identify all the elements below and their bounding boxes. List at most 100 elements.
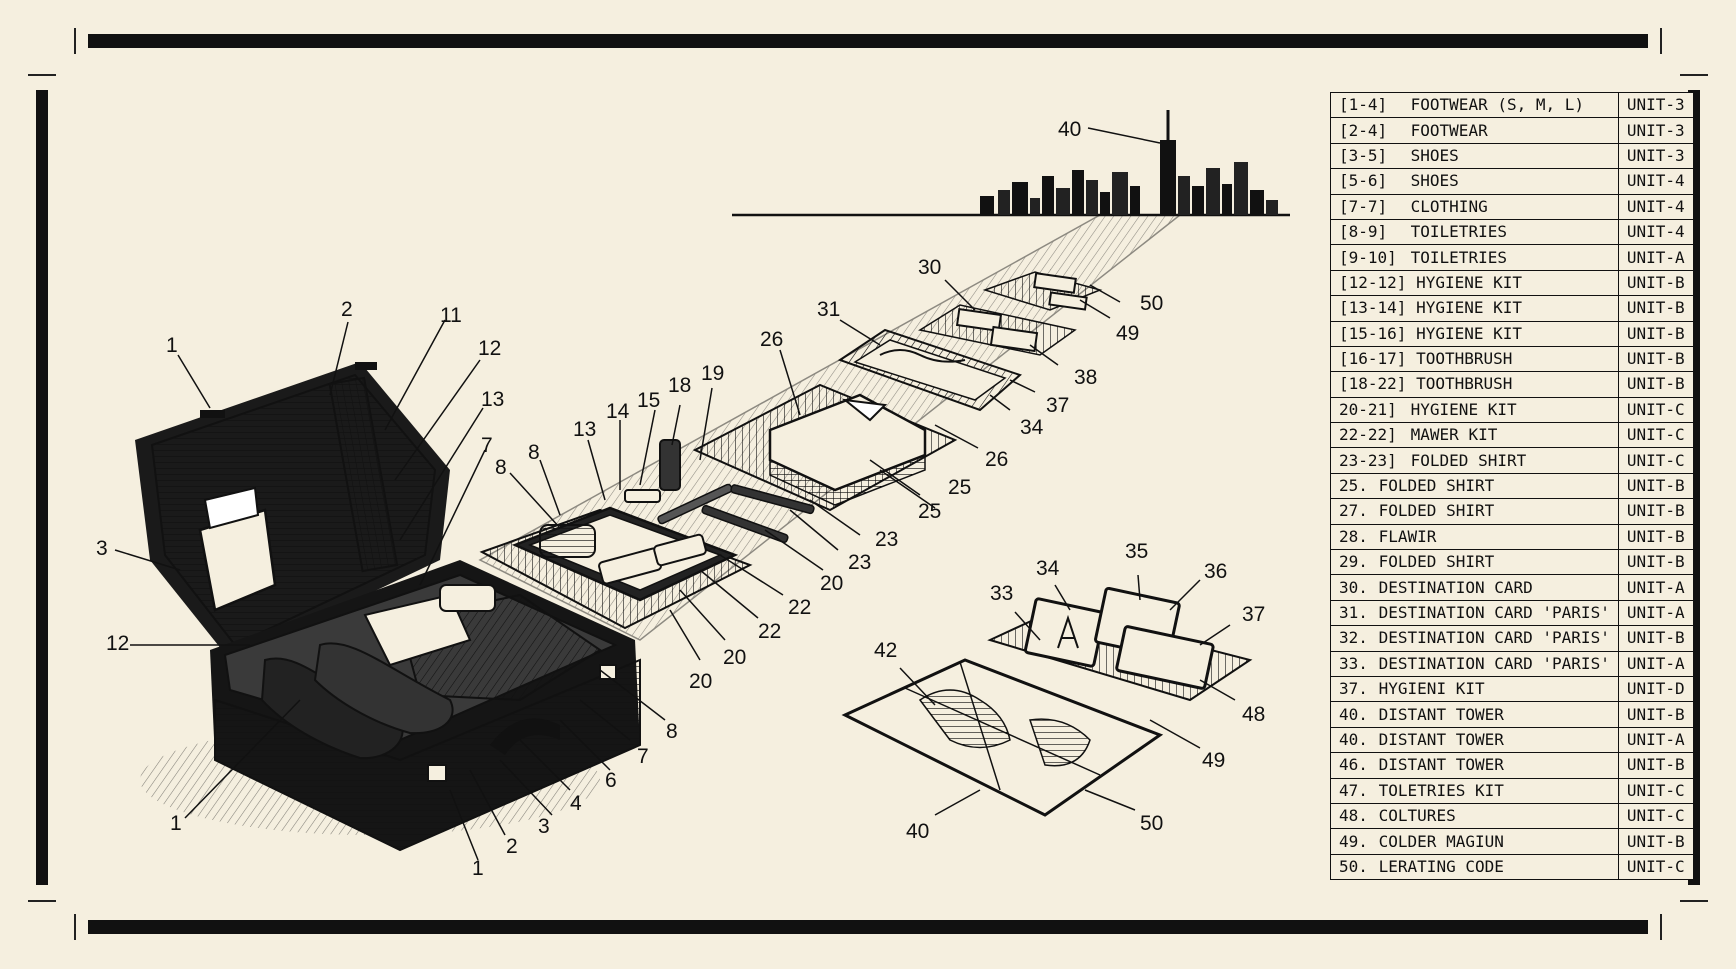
- callout-label: 22: [758, 620, 781, 643]
- legend-range: 31.: [1339, 603, 1368, 622]
- legend-unit: UNIT-C: [1617, 447, 1694, 474]
- destination-cards: [987, 586, 1253, 702]
- legend-range: [8-9]: [1339, 222, 1388, 242]
- frame-tick: [1660, 914, 1662, 940]
- legend-item-label: [9-10] TOILETRIES: [1330, 244, 1619, 271]
- callout-label: 50: [1140, 292, 1163, 315]
- frame-tick: [74, 914, 76, 940]
- callout-label: 23: [875, 528, 898, 551]
- callout-label: 35: [1125, 540, 1148, 563]
- callout-label: 1: [170, 812, 182, 835]
- open-suitcase: [135, 362, 641, 852]
- legend-item-label: [5-6] SHOES: [1330, 168, 1619, 195]
- legend-name: HYGIENE KIT: [1416, 323, 1523, 343]
- legend-name: DISTANT TOWER: [1378, 729, 1504, 749]
- legend-range: 23-23]: [1339, 450, 1397, 470]
- legend-unit: UNIT-4: [1617, 218, 1694, 246]
- legend-item-label: 46. DISTANT TOWER: [1330, 752, 1619, 779]
- legend-item-label: [2-4] FOOTWEAR: [1330, 117, 1619, 144]
- legend-unit: UNIT-3: [1617, 142, 1694, 170]
- legend-unit: UNIT-C: [1617, 396, 1694, 424]
- legend-range: 33.: [1339, 653, 1368, 673]
- legend-unit: UNIT-B: [1617, 523, 1694, 551]
- legend-unit: UNIT-B: [1617, 371, 1694, 398]
- callout-label: 20: [689, 670, 712, 693]
- legend-name: DESTINATION CARD: [1378, 577, 1533, 597]
- legend-range: 50.: [1339, 856, 1368, 876]
- legend-item-label: 40. DISTANT TOWER: [1330, 726, 1619, 754]
- callout-label: 1: [472, 857, 484, 880]
- callout-label: 14: [606, 400, 630, 423]
- legend-unit: UNIT-3: [1617, 117, 1694, 144]
- callout-label: 26: [760, 328, 783, 351]
- legend-name: SHOES: [1410, 145, 1459, 165]
- callout-label: 50: [1140, 812, 1163, 835]
- legend-unit: UNIT-4: [1617, 193, 1694, 220]
- toiletry-tray: [479, 439, 815, 630]
- legend-range: [2-4]: [1339, 120, 1388, 140]
- callout-label: 20: [820, 572, 843, 595]
- legend-unit: UNIT-B: [1617, 269, 1694, 297]
- legend-name: TOILETRIES: [1410, 247, 1507, 267]
- legend-item-label: 29. FOLDED SHIRT: [1330, 549, 1619, 576]
- callout-label: 13: [573, 418, 596, 441]
- legend-range: 40.: [1339, 729, 1368, 749]
- legend-range: [15-16]: [1339, 323, 1407, 343]
- callout-label: 38: [1074, 366, 1097, 389]
- legend-item-label: [12-12] HYGIENE KIT: [1330, 269, 1619, 297]
- legend-name: HYGIENE KIT: [1416, 272, 1523, 292]
- frame-tick: [1660, 28, 1662, 54]
- legend-name: DESTINATION CARD 'PARIS': [1378, 603, 1610, 622]
- legend-range: [13-14]: [1339, 298, 1407, 318]
- legend-item-label: 25. FOLDED SHIRT: [1330, 472, 1619, 500]
- legend-unit: UNIT-B: [1617, 498, 1694, 525]
- legend-range: 29.: [1339, 552, 1368, 572]
- legend-unit: UNIT-B: [1617, 828, 1694, 855]
- legend-item-label: 49. COLDER MAGIUN: [1330, 828, 1619, 855]
- legend-unit: UNIT-D: [1617, 675, 1694, 703]
- legend-name: TOILETRIES: [1410, 222, 1507, 242]
- legend-item-label: 22-22] MAWER KIT: [1330, 422, 1619, 449]
- legend-range: [1-4]: [1339, 95, 1388, 115]
- legend-item-label: [15-16] HYGIENE KIT: [1330, 320, 1619, 347]
- legend-unit: UNIT-B: [1617, 345, 1694, 373]
- legend-range: 30.: [1339, 577, 1368, 597]
- legend-item-label: 32. DESTINATION CARD 'PARIS': [1330, 625, 1619, 652]
- legend-item-label: [8-9] TOILETRIES: [1330, 218, 1619, 246]
- legend-unit: UNIT-A: [1617, 244, 1694, 271]
- legend-range: 49.: [1339, 831, 1368, 851]
- legend-unit: UNIT-C: [1617, 802, 1694, 830]
- legend-name: FOOTWEAR: [1410, 120, 1488, 140]
- callout-label: 49: [1202, 749, 1225, 772]
- legend-unit: UNIT-3: [1617, 91, 1694, 119]
- callout-label: 25: [918, 500, 941, 523]
- legend-range: 47.: [1339, 780, 1368, 800]
- legend-range: 27.: [1339, 501, 1368, 521]
- legend-item-label: [13-14] HYGIENE KIT: [1330, 295, 1619, 322]
- legend-name: TOOTHBRUSH: [1416, 374, 1513, 394]
- legend-name: LERATING CODE: [1378, 856, 1504, 876]
- callout-label: 7: [481, 434, 493, 457]
- callout-label: 8: [495, 456, 507, 479]
- legend-range: 32.: [1339, 628, 1368, 648]
- frame-tick: [1680, 900, 1708, 902]
- callout-label: 37: [1242, 603, 1265, 626]
- callout-label: 49: [1116, 322, 1139, 345]
- legend-name: FOLDED SHIRT: [1378, 501, 1495, 521]
- legend-name: FLAWIR: [1378, 526, 1437, 546]
- legend-name: DISTANT TOWER: [1378, 755, 1504, 775]
- frame-bottom-bar: [88, 920, 1648, 934]
- callout-label: 31: [817, 298, 840, 321]
- legend-item-label: 31. DESTINATION CARD 'PARIS': [1330, 599, 1619, 627]
- legend-name: HYGIENE KIT: [1410, 399, 1517, 419]
- callout-label: 40: [1058, 118, 1081, 141]
- callout-label: 22: [788, 596, 811, 619]
